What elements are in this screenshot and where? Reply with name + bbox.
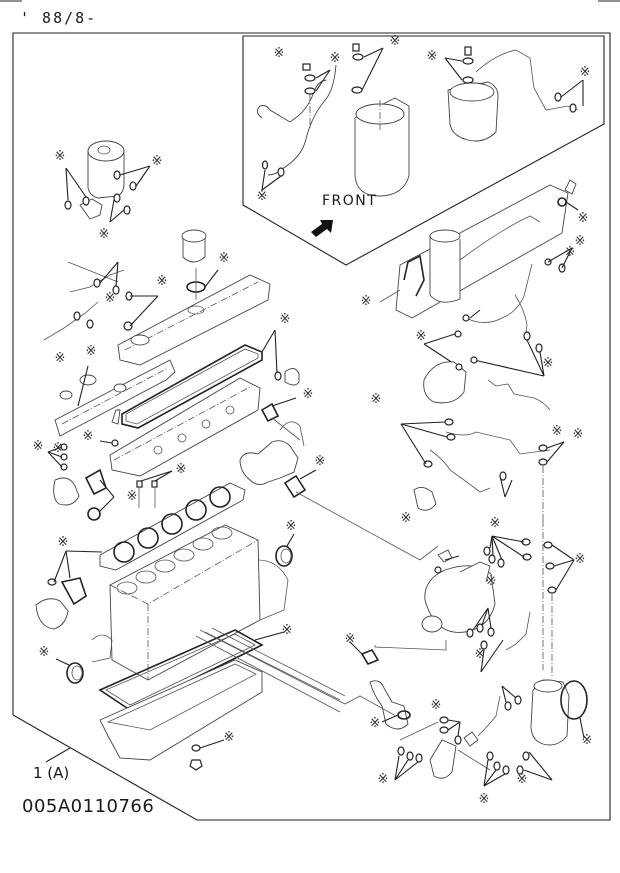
kit-marker: ※ — [490, 516, 501, 531]
kit-marker: ※ — [127, 489, 138, 504]
rocker-cover-gasket — [121, 329, 300, 429]
kit-marker: ※ — [517, 772, 528, 787]
kit-marker: ※ — [224, 730, 235, 745]
thermostat-housing — [394, 695, 553, 787]
oil-pan-gasket — [98, 627, 346, 711]
outer-frame — [12, 32, 611, 821]
kit-marker: ※ — [486, 574, 497, 589]
kit-marker: ※ — [99, 227, 110, 242]
kit-marker: ※ — [303, 387, 314, 402]
inset-fuel-filter-left — [257, 43, 410, 197]
oil-filter-group — [64, 140, 151, 223]
kit-marker: ※ — [580, 65, 591, 80]
kit-marker: ※ — [543, 356, 554, 371]
kit-marker: ※ — [427, 49, 438, 64]
kit-marker: ※ — [83, 429, 94, 444]
kit-marker: ※ — [33, 439, 44, 454]
water-pump-left — [47, 443, 115, 521]
kit-marker: ※ — [257, 189, 268, 204]
kit-marker: ※ — [378, 772, 389, 787]
kit-marker: ※ — [157, 274, 168, 289]
rocker-cover — [117, 274, 271, 366]
kit-marker: ※ — [219, 251, 230, 266]
front-arrow-icon — [311, 220, 333, 237]
kit-markers: ※ ※ ※ ※ ※ ※ ※ ※ ※ ※ ※ ※ ※ ※ ※ ※ ※ ※ ※ ※ ※ ※ ※ ※ ※ ※ ※ ※ ※ ※ ※ ※ ※ ※ ※ ※ ※ ※ ※ ※… — [33, 34, 593, 807]
sensor-group-left — [43, 261, 159, 341]
oil-lines-mid — [400, 418, 565, 520]
inset-frame — [242, 35, 605, 266]
kit-marker: ※ — [53, 441, 64, 456]
oil-cooler-hose — [195, 629, 411, 730]
kit-marker: ※ — [575, 234, 586, 249]
oil-pan — [99, 659, 263, 771]
head-bolts — [136, 470, 173, 508]
kit-marker: ※ — [578, 211, 589, 226]
kit-marker: ※ — [475, 647, 486, 662]
drawing-code: 005A0110766 — [22, 796, 155, 817]
kit-marker: ※ — [431, 698, 442, 713]
air-compressor — [501, 679, 588, 746]
oil-seal-rear — [275, 533, 295, 567]
kit-marker: ※ — [416, 329, 427, 344]
kit-marker: ※ — [280, 312, 291, 327]
kit-marker: ※ — [573, 427, 584, 442]
kit-marker: ※ — [152, 154, 163, 169]
rocker-arm-group — [54, 359, 176, 437]
kit-marker: ※ — [274, 46, 285, 61]
intake-manifold-right — [379, 179, 579, 319]
kit-marker: ※ — [361, 294, 372, 309]
breather-group — [181, 229, 219, 300]
kit-marker: ※ — [315, 454, 326, 469]
revision-label: ' 88/8- — [20, 9, 98, 27]
kit-marker: ※ — [401, 511, 412, 526]
kit-marker: ※ — [55, 149, 66, 164]
kit-marker: ※ — [282, 623, 293, 638]
kit-marker: ※ — [552, 424, 563, 439]
callout-leader — [45, 747, 71, 763]
kit-marker: ※ — [390, 34, 401, 49]
kit-marker: ※ — [330, 51, 341, 66]
water-pump-lower — [35, 550, 87, 630]
front-direction-label: FRONT — [322, 193, 378, 209]
turbo-oil-lines — [466, 520, 575, 676]
kit-marker: ※ — [370, 716, 381, 731]
inset-fuel-filter-right — [444, 46, 584, 142]
intake-gasket — [260, 397, 301, 441]
cylinder-block — [91, 524, 289, 681]
kit-marker: ※ — [86, 344, 97, 359]
kit-marker: ※ — [582, 733, 593, 748]
oil-seal-front — [55, 658, 84, 684]
kit-marker: ※ — [39, 645, 50, 660]
cylinder-head-gasket — [65, 482, 246, 571]
kit-marker: ※ — [55, 351, 66, 366]
kit-marker: ※ — [58, 535, 69, 550]
kit-marker: ※ — [286, 519, 297, 534]
kit-marker: ※ — [575, 552, 586, 567]
item-callout-label: 1 (A) — [33, 764, 70, 782]
kit-marker: ※ — [479, 792, 490, 807]
kit-marker: ※ — [371, 392, 382, 407]
cylinder-head — [99, 377, 261, 477]
exhaust-manifold — [239, 421, 421, 561]
injection-pump — [423, 356, 551, 411]
kit-marker: ※ — [176, 462, 187, 477]
injection-lines — [423, 247, 573, 377]
turbocharger — [374, 545, 496, 651]
kit-marker: ※ — [105, 291, 116, 306]
kit-marker: ※ — [345, 632, 356, 647]
kit-marker: ※ — [565, 245, 576, 260]
